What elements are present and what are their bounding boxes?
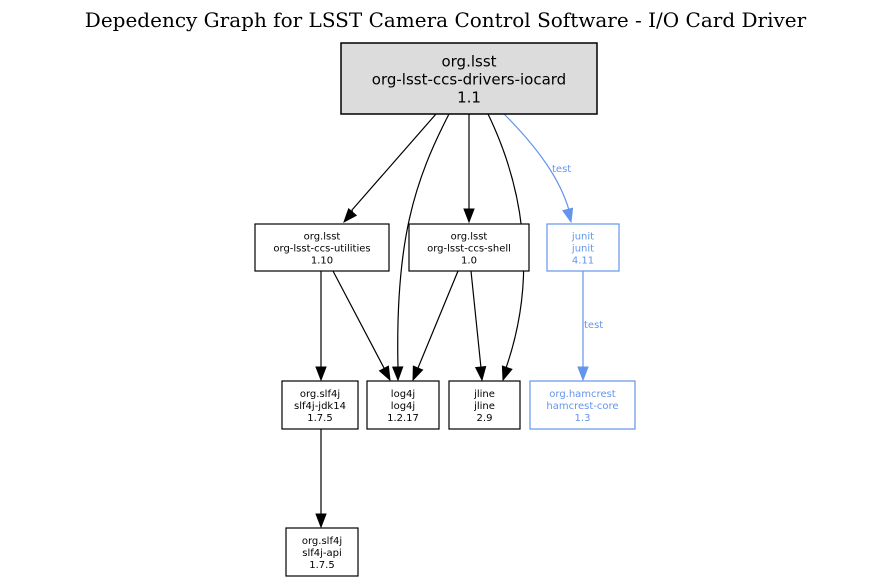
node-version: 1.10 — [311, 255, 333, 266]
arrowhead-icon — [412, 365, 424, 382]
edge-junit-to-hamcrest: test — [577, 271, 603, 382]
node-artifact: slf4j-api — [302, 548, 342, 559]
node-artifact: jline — [473, 401, 495, 412]
edge-label: test — [552, 164, 571, 175]
arrowhead-icon — [474, 365, 487, 382]
node-group: org.lsst — [304, 231, 341, 242]
node-group: junit — [571, 231, 594, 242]
edge-utilities-to-log4j — [332, 270, 391, 382]
arrowhead-icon — [378, 365, 391, 382]
edge-shell-to-log4j — [412, 270, 459, 382]
node-group: org.slf4j — [300, 389, 340, 400]
edges-layer: test test — [315, 113, 603, 529]
node-version: 1.7.5 — [307, 413, 332, 424]
edge-slf4j-jdk14-to-slf4j-api — [315, 429, 327, 529]
node-group: org.lsst — [451, 231, 488, 242]
edge-shell-to-jline — [470, 270, 487, 382]
node-version: 1.1 — [457, 88, 481, 106]
arrowhead-icon — [391, 366, 404, 382]
node-group: org.slf4j — [302, 536, 342, 547]
node-version: 1.3 — [575, 413, 591, 424]
arrowhead-icon — [315, 366, 327, 382]
node-box — [254, 223, 390, 272]
node-artifact: log4j — [391, 401, 415, 412]
node-artifact: org-lsst-ccs-shell — [427, 243, 511, 254]
node-box — [281, 380, 359, 430]
node-artifact: hamcrest-core — [546, 401, 618, 412]
node-box — [546, 223, 620, 272]
edge-line — [397, 113, 450, 369]
arrowhead-icon — [463, 208, 475, 224]
edge-utilities-to-slf4j-jdk14 — [315, 271, 327, 382]
arrowhead-icon — [562, 207, 574, 224]
edge-root-to-shell — [463, 114, 475, 224]
node-box — [366, 380, 440, 430]
node-artifact: org-lsst-ccs-utilities — [273, 243, 370, 254]
node-version: 2.9 — [477, 413, 493, 424]
node-group: log4j — [391, 389, 415, 400]
arrowhead-icon — [501, 365, 513, 382]
edge-label: test — [584, 320, 603, 331]
node-box — [408, 223, 530, 272]
arrowhead-icon — [577, 366, 589, 382]
nodes-layer: org.lsstorg-lsst-ccs-drivers-iocard1.1or… — [254, 42, 636, 577]
node-version: 4.11 — [572, 255, 594, 266]
node-version: 1.2.17 — [387, 413, 419, 424]
node-box — [448, 380, 521, 430]
node-artifact: junit — [571, 243, 594, 254]
edge-line — [351, 113, 437, 213]
edge-root-to-junit: test — [503, 113, 574, 224]
node-group: jline — [473, 389, 495, 400]
node-artifact: slf4j-jdk14 — [294, 401, 346, 412]
node-group: org.hamcrest — [549, 389, 616, 400]
edge-root-to-utilities — [343, 113, 437, 224]
node-version: 1.0 — [461, 255, 477, 266]
edge-root-to-log4j — [391, 113, 450, 382]
node-group: org.lsst — [441, 52, 496, 70]
node-box — [285, 527, 359, 577]
arrowhead-icon — [343, 208, 358, 224]
node-version: 1.7.5 — [309, 560, 334, 571]
edge-line — [417, 270, 459, 369]
arrowhead-icon — [315, 513, 327, 529]
graph-title: Depedency Graph for LSST Camera Control … — [84, 8, 807, 32]
node-artifact: org-lsst-ccs-drivers-iocard — [372, 70, 566, 88]
node-box — [340, 42, 598, 115]
edge-line — [470, 270, 482, 369]
node-box — [529, 380, 636, 430]
edge-line — [503, 113, 570, 212]
edge-line — [332, 270, 385, 369]
